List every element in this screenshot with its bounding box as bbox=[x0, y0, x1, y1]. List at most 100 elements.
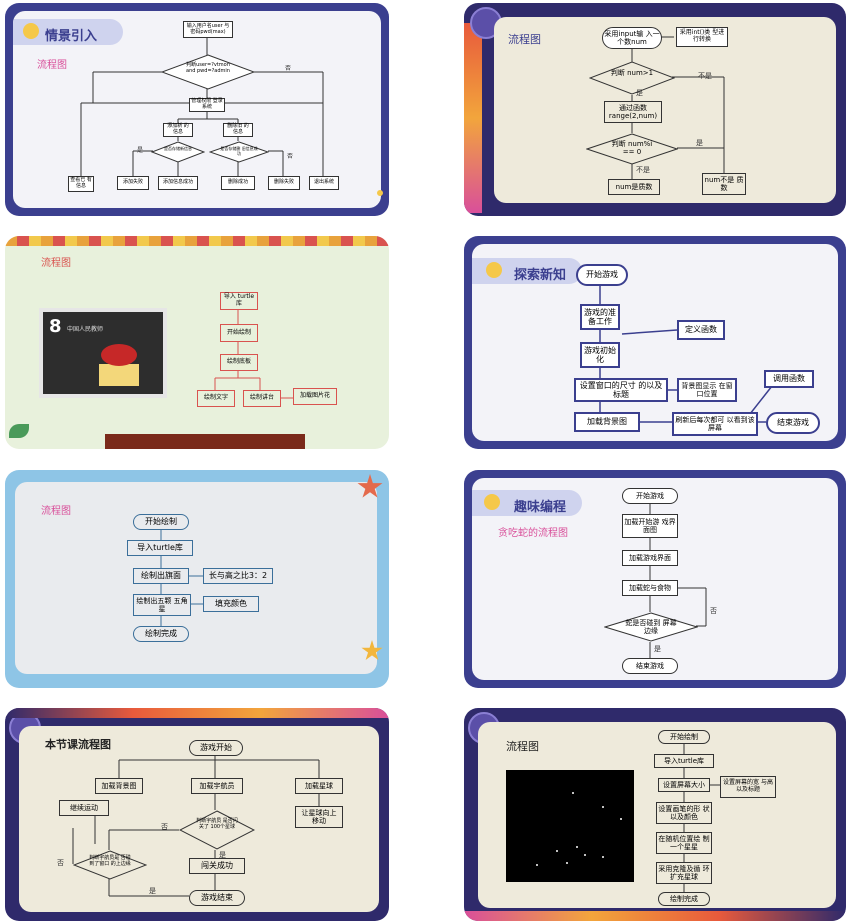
flowers bbox=[101, 344, 137, 366]
label-no: 否 bbox=[710, 607, 717, 615]
decision-edge bbox=[73, 850, 147, 880]
label-no: 否 bbox=[285, 65, 292, 72]
node-input-num: 采用input输 入一个数num bbox=[602, 27, 662, 49]
decision-mod-zero-text: 判断 num%i == 0 bbox=[611, 140, 653, 157]
decision-login bbox=[161, 54, 255, 90]
slide-6: 趣味编程 贪吃蛇的流程图 开始游戏 加载开始游 戏界面图 加载游戏界面 加载蛇与… bbox=[464, 470, 846, 688]
node-range: 通过函数 range(2,num) bbox=[604, 101, 662, 123]
leaf-decoration bbox=[9, 424, 29, 438]
node-game-start: 游戏开始 bbox=[189, 740, 243, 756]
podium-base bbox=[105, 434, 305, 449]
label-no-2: 否 bbox=[287, 153, 294, 160]
leaf-add-success: 添加信息成功 bbox=[158, 176, 198, 190]
slide-7-canvas: 本节课流程图 游戏开始 加载背景图 加载宇航员 加载星球 继续运动 判断宇航员 bbox=[19, 726, 379, 912]
leaf-delete-fail: 删除失败 bbox=[268, 176, 300, 190]
node-draw-board: 绘制底板 bbox=[220, 354, 258, 371]
node-bg-position: 背景图显示 在窗口位置 bbox=[677, 378, 737, 402]
node-screen-title: 设置屏幕的宽 与高以及标题 bbox=[720, 776, 776, 798]
node-define-func: 定义函数 bbox=[677, 320, 725, 340]
node-planet-up: 让星球向上 移动 bbox=[295, 806, 343, 828]
node-level-pass: 闯关成功 bbox=[189, 858, 245, 874]
slide-4: 探索新知 开始游戏 游戏的准 备工作 定义函数 游戏初始 化 设置窗口的尺寸 的… bbox=[464, 236, 846, 449]
connectors bbox=[72, 756, 320, 897]
leaf-delete-success: 删除成功 bbox=[221, 176, 255, 190]
slide-8-canvas: 流程图 开始绘制 导入turtle库 设置屏幕大小 bbox=[478, 722, 836, 908]
slide-title: 流程图 bbox=[508, 33, 541, 46]
label-yes: 是 bbox=[137, 147, 144, 154]
node-admin-login: 管理权限 登录系统 bbox=[189, 98, 225, 112]
label-yes: 是 bbox=[654, 645, 661, 653]
photo-caption: 中国人民教师 bbox=[67, 326, 104, 333]
slide-title: 流程图 bbox=[41, 258, 71, 269]
connectors bbox=[214, 309, 293, 399]
star bbox=[566, 862, 568, 864]
decision-delete-ok bbox=[209, 141, 269, 163]
node-call-func: 调用函数 bbox=[764, 370, 814, 388]
leaf-add-fail: 添加失败 bbox=[117, 176, 149, 190]
label-yes-2: 是 bbox=[149, 887, 156, 895]
node-draw-stars: 绘制出五颗 五角星 bbox=[133, 594, 191, 616]
slide-8: 流程图 开始绘制 导入turtle库 设置屏幕大小 bbox=[464, 708, 846, 921]
node-end-game: 结束游戏 bbox=[622, 658, 678, 674]
node-start-draw: 开始绘制 bbox=[220, 324, 258, 342]
node-is-prime: num是质数 bbox=[608, 179, 660, 195]
node-import-turtle: 导入turtle库 bbox=[127, 540, 193, 556]
node-start-draw: 开始绘制 bbox=[133, 514, 189, 530]
connectors bbox=[160, 530, 203, 626]
connectors bbox=[631, 36, 725, 179]
node-import-turtle: 导入 turtle库 bbox=[220, 292, 258, 310]
connectors bbox=[599, 286, 773, 423]
deco-dots bbox=[377, 190, 383, 196]
node-int-convert: 采用int()类 型进行转换 bbox=[676, 27, 728, 47]
node-add-info: 添加新 的信息 bbox=[163, 123, 193, 137]
slide-6-canvas: 趣味编程 贪吃蛇的流程图 开始游戏 加载开始游 戏界面图 加载游戏界面 加载蛇与… bbox=[472, 478, 838, 680]
node-not-prime: num不是 质数 bbox=[702, 173, 746, 195]
connectors bbox=[683, 744, 720, 892]
node-draw-flag: 绘制出旗面 bbox=[133, 568, 189, 584]
node-delete-info: 删除旧 的信息 bbox=[223, 123, 253, 137]
leaf-exit: 退出系统 bbox=[309, 176, 339, 190]
star bbox=[602, 856, 604, 858]
slide-3: 流程图 8 中国人民教师 导入 turtle库 开始绘制 绘制底板 绘制文字 绘… bbox=[5, 236, 389, 449]
node-import-turtle: 导入turtle库 bbox=[654, 754, 714, 768]
node-start-game: 开始游戏 bbox=[622, 488, 678, 504]
node-load-astronaut: 加载宇航员 bbox=[191, 778, 243, 794]
decision-num-gt-1-text: 判断 num>1 bbox=[610, 69, 654, 77]
node-screen-size: 设置屏幕大小 bbox=[658, 778, 710, 792]
node-prep: 游戏的准 备工作 bbox=[580, 304, 620, 330]
comet-icon bbox=[486, 262, 502, 278]
node-load-planet: 加载星球 bbox=[295, 778, 343, 794]
star bbox=[536, 864, 538, 866]
node-finish: 绘制完成 bbox=[133, 626, 189, 642]
decision-100-planets bbox=[179, 810, 255, 850]
slide-1-canvas: 情景引入 流程图 输入用户名user 与密码pwd(max) bbox=[13, 11, 381, 208]
node-fill-color: 填充颜色 bbox=[203, 596, 259, 612]
slide-1: 情景引入 流程图 输入用户名user 与密码pwd(max) bbox=[5, 3, 389, 216]
decision-edge-text: 判断宇航员是 否碰到了窗口 的上边缘 bbox=[89, 855, 131, 867]
decision-100-planets-text: 判断宇航员 是否闪关了 100个星球 bbox=[196, 818, 238, 830]
node-load-flower: 加载图片花 bbox=[293, 388, 337, 405]
decision-login-text: 判断user=?vtmon and pwd=?admin bbox=[186, 62, 230, 74]
slide-2-canvas: 流程图 采用input输 入一个数num 采用int()类 型进行转换 判断 n… bbox=[494, 17, 836, 203]
slide-title: 本节课流程图 bbox=[45, 738, 111, 751]
slide-title: 趣味编程 bbox=[514, 500, 567, 515]
decision-save-new-text: 是否存储新信息 bbox=[164, 146, 192, 151]
star bbox=[556, 850, 558, 852]
slide-5-canvas: 流程图 开始绘制 导入turtle库 绘制出旗面 长与高之比3：2 绘制出五颗 … bbox=[15, 482, 377, 674]
label-yes: 是 bbox=[636, 89, 643, 97]
node-load-start: 加载开始游 戏界面图 bbox=[622, 514, 678, 538]
deco-flame bbox=[5, 708, 389, 718]
decision-edge-text: 蛇是否碰到 屏幕边缘 bbox=[625, 619, 677, 636]
slide-4-canvas: 探索新知 开始游戏 游戏的准 备工作 定义函数 游戏初始 化 设置窗口的尺寸 的… bbox=[472, 244, 838, 441]
slide-title: 流程图 bbox=[506, 740, 539, 753]
node-draw-podium: 绘制讲台 bbox=[243, 390, 281, 407]
slide-title: 探索新知 bbox=[514, 268, 567, 283]
node-finish: 绘制完成 bbox=[658, 892, 710, 906]
star bbox=[602, 806, 604, 808]
node-end-game: 结束游戏 bbox=[766, 412, 820, 434]
decision-save-new bbox=[151, 141, 205, 163]
node-refresh: 刷新后每次都可 以看到该屏幕 bbox=[672, 412, 758, 436]
decision-mod-zero bbox=[586, 133, 678, 165]
star bbox=[572, 792, 574, 794]
node-load-game: 加载游戏界面 bbox=[622, 550, 678, 566]
